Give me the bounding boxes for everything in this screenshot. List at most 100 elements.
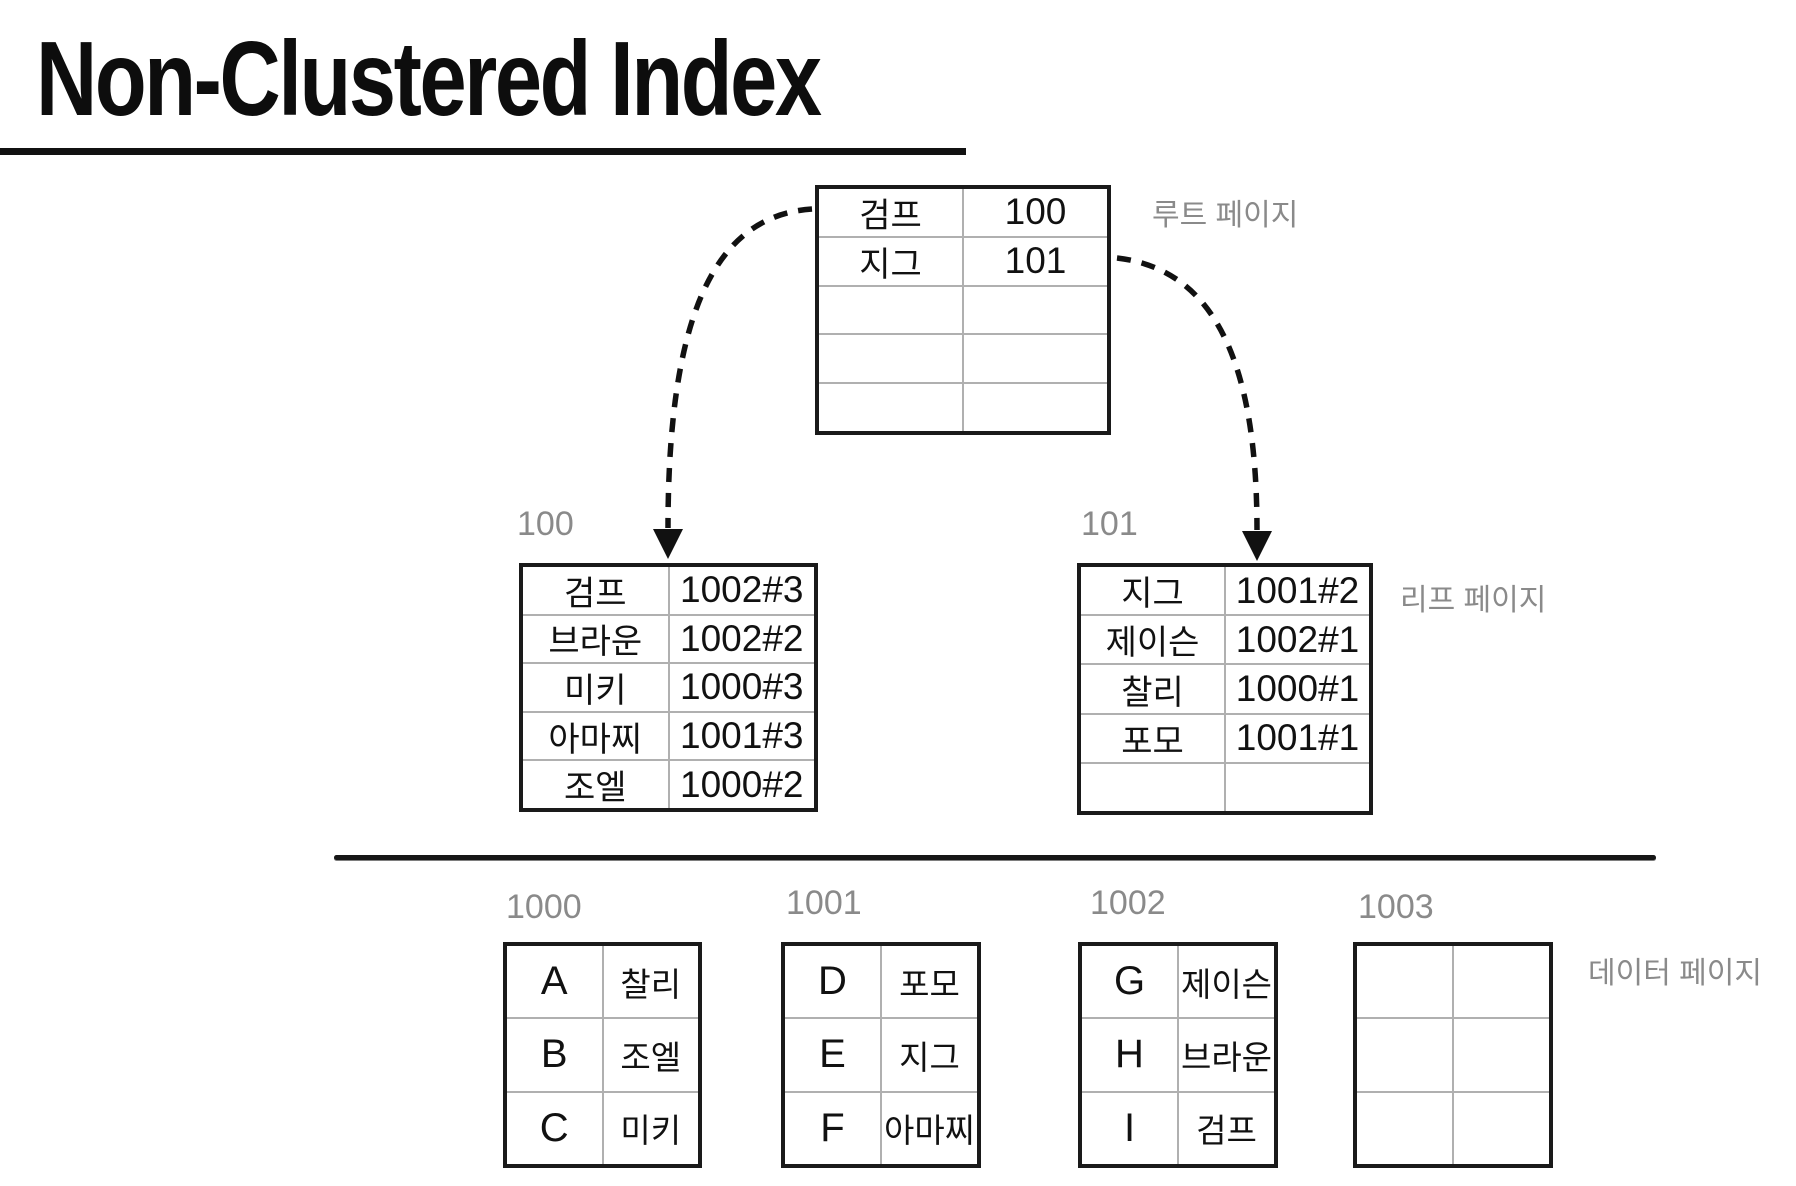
value-cell (964, 335, 1107, 382)
value-cell: 아마찌 (883, 1112, 976, 1150)
value-cell: 제이슨 (1180, 965, 1273, 1003)
key-cell: 찰리 (1081, 665, 1226, 713)
root-page-type-label: 루트 페이지 (1152, 199, 1299, 232)
key-cell (819, 335, 964, 383)
key-cell: 지그 (1081, 567, 1226, 615)
key-cell: D (785, 946, 882, 1018)
value-cell: 1001#3 (680, 715, 804, 757)
value-cell: 브라운 (1180, 1038, 1273, 1076)
title-underline (0, 148, 966, 155)
value-cell (964, 287, 1107, 334)
leaf-page-type-label: 리프 페이지 (1400, 584, 1547, 617)
section-separator-line (334, 855, 1656, 860)
value-cell: 미키 (620, 1112, 682, 1150)
table-row: E 지그 (785, 1017, 977, 1091)
data-page-1003-table (1353, 942, 1553, 1168)
value-cell: 1002#1 (1235, 618, 1360, 660)
table-row (1357, 1090, 1549, 1164)
table-row (1081, 761, 1369, 812)
value-cell (964, 384, 1107, 431)
key-cell (819, 286, 964, 334)
key-cell: A (507, 946, 604, 1018)
value-cell: 1000#2 (680, 763, 804, 805)
key-cell: G (1082, 946, 1179, 1018)
value-cell: 1001#2 (1235, 569, 1360, 611)
table-row (819, 284, 1107, 334)
key-cell: 미키 (523, 664, 670, 711)
table-row (819, 382, 1107, 431)
table-row: 지그 101 (819, 235, 1107, 285)
leaf-101-id-label: 101 (1081, 505, 1138, 543)
key-cell (1357, 1019, 1454, 1091)
value-cell: 지그 (899, 1038, 960, 1076)
table-row (1357, 946, 1549, 1018)
key-cell: 브라운 (523, 615, 670, 663)
key-cell: F (785, 1092, 882, 1164)
data-1002-id-label: 1002 (1090, 884, 1166, 922)
dashed-arrow-left (653, 206, 813, 559)
value-cell: 101 (1004, 240, 1067, 282)
value-cell: 1002#3 (680, 569, 804, 611)
value-cell: 1001#1 (1235, 717, 1360, 759)
key-cell: I (1082, 1092, 1179, 1164)
leaf-100-id-label: 100 (517, 505, 574, 543)
value-cell: 1002#2 (680, 617, 804, 659)
value-cell: 1000#1 (1235, 668, 1360, 709)
key-cell (1357, 1092, 1454, 1164)
key-cell: 아마찌 (523, 712, 670, 760)
key-cell: B (507, 1019, 604, 1091)
key-cell: 조엘 (523, 761, 670, 808)
key-cell: H (1082, 1019, 1179, 1091)
key-cell: 검프 (819, 189, 964, 236)
data-1000-id-label: 1000 (506, 888, 582, 926)
value-cell (1226, 764, 1369, 811)
table-row: C 미키 (507, 1090, 698, 1164)
value-cell: 검프 (1196, 1112, 1257, 1150)
table-row: D 포모 (785, 946, 977, 1018)
table-row: B 조엘 (507, 1017, 698, 1091)
table-row: I 검프 (1082, 1090, 1274, 1164)
key-cell (1081, 763, 1226, 812)
table-row: 검프 100 (819, 189, 1107, 236)
value-cell: 1000#3 (680, 666, 804, 708)
data-1003-id-label: 1003 (1358, 888, 1434, 926)
table-row (819, 333, 1107, 383)
key-cell: 제이슨 (1081, 616, 1226, 664)
key-cell (1357, 946, 1454, 1018)
data-1001-id-label: 1001 (786, 884, 862, 922)
root-page-table: 검프 100 지그 101 (815, 185, 1111, 435)
key-cell: 검프 (523, 567, 670, 614)
key-cell (819, 384, 964, 431)
key-cell: 지그 (819, 237, 964, 285)
value-cell: 포모 (899, 965, 960, 1003)
key-cell: C (507, 1092, 604, 1164)
value-cell (1454, 1093, 1549, 1164)
value-cell: 100 (1004, 191, 1067, 233)
key-cell: 포모 (1081, 714, 1226, 762)
dashed-arrow-right (1116, 255, 1272, 561)
value-cell (1454, 1019, 1549, 1090)
data-page-type-label: 데이터 페이지 (1588, 957, 1762, 990)
value-cell: 조엘 (620, 1038, 682, 1076)
key-cell: E (785, 1019, 882, 1091)
table-row (1357, 1017, 1549, 1091)
page-title: Non-Clustered Index (36, 20, 822, 138)
